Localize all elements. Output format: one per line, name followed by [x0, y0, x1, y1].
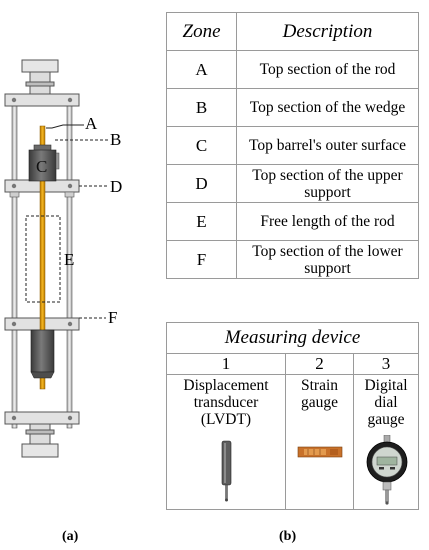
test-setup-diagram: A B C D E F — [4, 59, 122, 458]
free-length-box — [25, 215, 61, 303]
zone-cell: F — [166, 240, 237, 279]
zone-header: Zone — [166, 12, 237, 51]
label-c: C — [36, 157, 47, 176]
upper-barrel — [28, 144, 60, 182]
zone-cell: A — [166, 50, 237, 89]
table-row: E Free length of the rod — [166, 202, 419, 241]
device-name: Strain gauge — [300, 377, 339, 411]
top-grip — [21, 59, 59, 97]
caption-a: (a) — [62, 529, 79, 544]
lower-barrel — [30, 329, 55, 379]
device-strain-gauge-cell: Strain gauge — [285, 374, 354, 510]
bottom-grip — [21, 423, 59, 458]
table-row: C Top barrel's outer surface — [166, 126, 419, 165]
dial-gauge-icon — [366, 435, 408, 505]
zone-cell: E — [166, 202, 237, 241]
description-cell: Top section of the rod — [236, 50, 419, 89]
label-b: B — [110, 130, 121, 149]
device-table-title: Measuring device — [166, 322, 419, 354]
description-cell: Free length of the rod — [236, 202, 419, 241]
lvdt-icon — [221, 440, 232, 502]
device-number: 2 — [285, 353, 354, 375]
description-cell: Top section of the wedge — [236, 88, 419, 127]
zone-cell: D — [166, 164, 237, 203]
bottom-plate — [4, 411, 80, 425]
leader-lines — [46, 124, 108, 319]
caption-b: (b) — [279, 529, 297, 544]
label-a: A — [85, 114, 98, 133]
table-row: F Top section of the lower support — [166, 240, 419, 279]
description-cell: Top section of the upper support — [236, 164, 419, 203]
table-row: B Top section of the wedge — [166, 88, 419, 127]
zone-table: Zone Description A Top section of the ro… — [166, 12, 419, 279]
device-table: Measuring device 1 2 3 Displacement tran… — [166, 322, 419, 510]
device-name: Displacement transducer (LVDT) — [183, 377, 269, 428]
description-cell: Top barrel's outer surface — [236, 126, 419, 165]
strain-gauge-icon — [297, 446, 343, 458]
device-name: Digital dial gauge — [364, 377, 408, 428]
device-number: 1 — [166, 353, 286, 375]
description-header: Description — [236, 12, 419, 51]
zone-cell: B — [166, 88, 237, 127]
device-dial-gauge-cell: Digital dial gauge — [353, 374, 419, 510]
table-row: A Top section of the rod — [166, 50, 419, 89]
label-e: E — [64, 250, 74, 269]
label-f: F — [108, 308, 117, 327]
top-plate — [4, 93, 80, 107]
zone-cell: C — [166, 126, 237, 165]
zone-table-header: Zone Description — [166, 12, 419, 51]
device-number: 3 — [353, 353, 419, 375]
device-lvdt-cell: Displacement transducer (LVDT) — [166, 374, 286, 510]
table-row: D Top section of the upper support — [166, 164, 419, 203]
description-cell: Top section of the lower support — [236, 240, 419, 279]
label-d: D — [110, 177, 122, 196]
rod — [39, 125, 46, 390]
